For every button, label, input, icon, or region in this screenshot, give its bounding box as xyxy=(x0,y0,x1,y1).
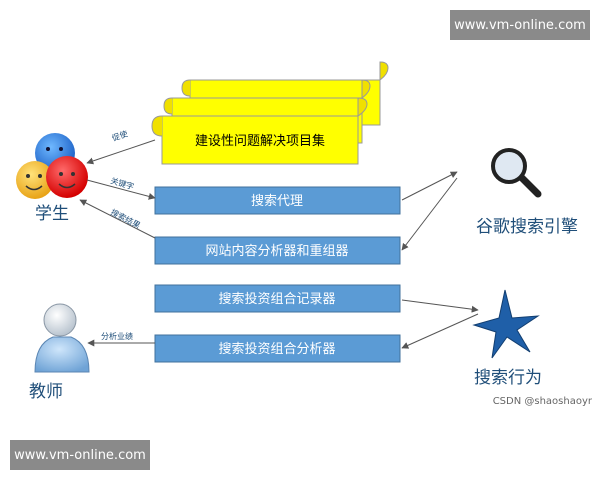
arrows xyxy=(79,139,479,349)
scroll-stack: 建设性问题解决项目集 xyxy=(151,61,389,165)
arrow-keywords xyxy=(86,179,156,200)
arrow-label-results: 搜索结果 xyxy=(109,207,142,230)
box-search-proxy: 搜索代理 xyxy=(154,186,401,215)
box-search-proxy-label: 搜索代理 xyxy=(251,194,303,209)
box-investment-recorder-label: 搜索投资组合记录器 xyxy=(218,291,335,307)
google-label: 谷歌搜索引擎 xyxy=(476,217,578,237)
scroll-front: 建设性问题解决项目集 xyxy=(151,97,368,165)
magnifier-icon xyxy=(491,148,542,198)
box-investment-analyzer-label: 搜索投资组合分析器 xyxy=(218,341,335,357)
arrow-label-promote: 促使 xyxy=(111,128,129,142)
arrow-behavior-to-analyzer xyxy=(401,313,479,349)
arrow-google-to-analyzer xyxy=(401,177,458,251)
student-smiley-icon xyxy=(16,133,88,199)
box-site-analyzer: 网站内容分析器和重组器 xyxy=(154,236,401,265)
watermark-top: www.vm-online.com xyxy=(450,10,590,40)
behavior-label: 搜索行为 xyxy=(474,368,542,388)
arrow-results xyxy=(79,199,156,239)
star-icon xyxy=(472,289,540,359)
student-label: 学生 xyxy=(35,204,69,224)
box-site-analyzer-label: 网站内容分析器和重组器 xyxy=(205,243,348,259)
scroll-label: 建设性问题解决项目集 xyxy=(195,133,325,149)
teacher-label: 教师 xyxy=(29,382,63,402)
arrow-promote xyxy=(86,139,156,165)
box-investment-recorder: 搜索投资组合记录器 xyxy=(154,284,401,313)
arrow-recorder-to-behavior xyxy=(401,299,479,313)
teacher-person-icon xyxy=(34,303,90,373)
watermark-bottom: www.vm-online.com xyxy=(10,440,150,470)
arrow-proxy-to-google xyxy=(401,171,458,201)
box-investment-analyzer: 搜索投资组合分析器 xyxy=(154,334,401,363)
credit-text: CSDN @shaoshaoyr xyxy=(492,396,592,407)
arrow-label-performance: 分析业绩 xyxy=(101,331,133,341)
